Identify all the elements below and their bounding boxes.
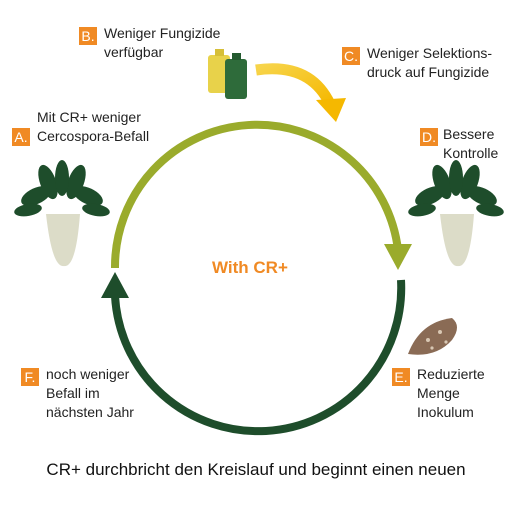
cycle-arrowhead-right bbox=[384, 244, 412, 270]
step-b-label: Weniger Fungizide verfügbar bbox=[104, 25, 221, 60]
step-a-badge: A. bbox=[12, 128, 30, 146]
step-a-label: Mit CR+ weniger Cercospora-Befall bbox=[37, 109, 150, 144]
sugar-beet-icon bbox=[14, 160, 110, 267]
center-label: With CR+ bbox=[212, 258, 288, 277]
sugar-beet-icon bbox=[408, 160, 504, 267]
step-e-badge: E. bbox=[392, 368, 410, 386]
diagram-caption: CR+ durchbricht den Kreislauf und beginn… bbox=[46, 460, 466, 479]
yellow-arrow bbox=[255, 63, 346, 122]
step-b-badge: B. bbox=[79, 27, 97, 45]
step-e-label: Reduzierte Menge Inokulum bbox=[417, 366, 485, 420]
step-c-label: Weniger Selektions- druck auf Fungizide bbox=[367, 45, 493, 80]
inoculum-leaf-icon bbox=[408, 318, 457, 355]
step-d-label: Bessere Kontrolle bbox=[443, 126, 499, 161]
step-f-label: noch weniger Befall im nächsten Jahr bbox=[46, 366, 134, 420]
step-d-badge: D. bbox=[420, 128, 438, 146]
fungicide-canisters-icon bbox=[208, 49, 247, 99]
cycle-arc-upper bbox=[110, 120, 402, 269]
cycle-arc-lower bbox=[111, 279, 406, 436]
step-c-badge: C. bbox=[342, 47, 360, 65]
cycle-arrowhead-left bbox=[101, 272, 129, 298]
step-f-badge: F. bbox=[21, 368, 39, 386]
